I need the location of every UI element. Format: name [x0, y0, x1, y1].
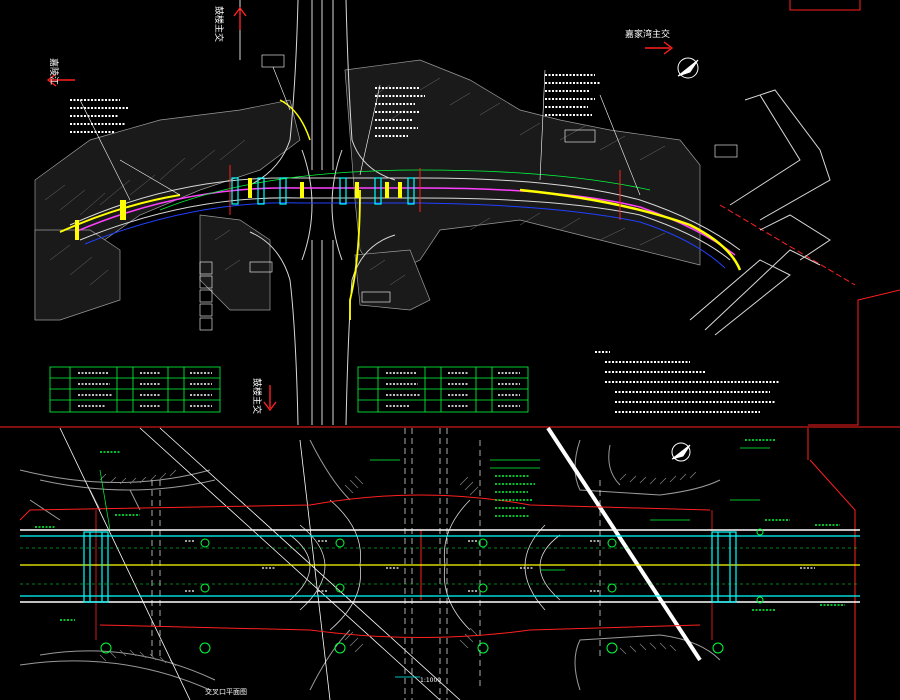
- interchange-markers: [231, 177, 415, 205]
- red-section-marks: [229, 165, 621, 220]
- compass-detail-icon: [671, 442, 691, 462]
- detail-green-text: [35, 439, 845, 621]
- detail-leaders: [99, 447, 770, 571]
- annotation-text-marks: [70, 74, 600, 137]
- direction-arrows: [46, 6, 674, 412]
- curve-table-left: [49, 366, 221, 413]
- detail-caption: 交叉口平面图: [205, 687, 247, 696]
- interchange-yellow-marks: [75, 178, 402, 240]
- thick-diagonal: [546, 426, 702, 662]
- pier-left: [83, 531, 109, 603]
- curb-outline: [19, 439, 721, 691]
- top-sheet: 鼓楼主交 嘉陵江 嘉家湾主交 鼓楼主交: [0, 0, 900, 428]
- compass-icon: [677, 57, 699, 79]
- label-east: 嘉家湾主交: [625, 28, 670, 40]
- bottom-sheet: 1:1000 交叉口平面图: [19, 426, 860, 700]
- pier-right: [711, 531, 737, 603]
- arrow-west-icon: [46, 73, 75, 87]
- arrow-east-icon: [645, 41, 674, 55]
- ns-road: [249, 0, 396, 426]
- curve-table-right: [357, 366, 529, 413]
- arrow-south-icon: [263, 385, 277, 412]
- notes-block: [595, 351, 780, 413]
- corner-arcs: [289, 499, 561, 631]
- scale-label: 1:1000: [420, 677, 441, 684]
- island-hatch: [99, 469, 697, 667]
- crossing-lines: [59, 427, 461, 700]
- label-south: 鼓楼主交: [251, 378, 263, 414]
- label-north: 鼓楼主交: [213, 6, 225, 42]
- label-west: 嘉陵江: [48, 58, 60, 85]
- terrain-area: [34, 59, 701, 321]
- annotations: [79, 54, 738, 331]
- red-boundary: [19, 428, 856, 700]
- lane-ticks: [185, 540, 815, 592]
- curve-table-text: [78, 372, 520, 407]
- terrain-texture: [44, 77, 666, 286]
- arrow-north-icon: [233, 6, 247, 30]
- dashed-verticals: [151, 428, 601, 700]
- sheet-border: [0, 0, 900, 428]
- station-markers: [100, 528, 764, 654]
